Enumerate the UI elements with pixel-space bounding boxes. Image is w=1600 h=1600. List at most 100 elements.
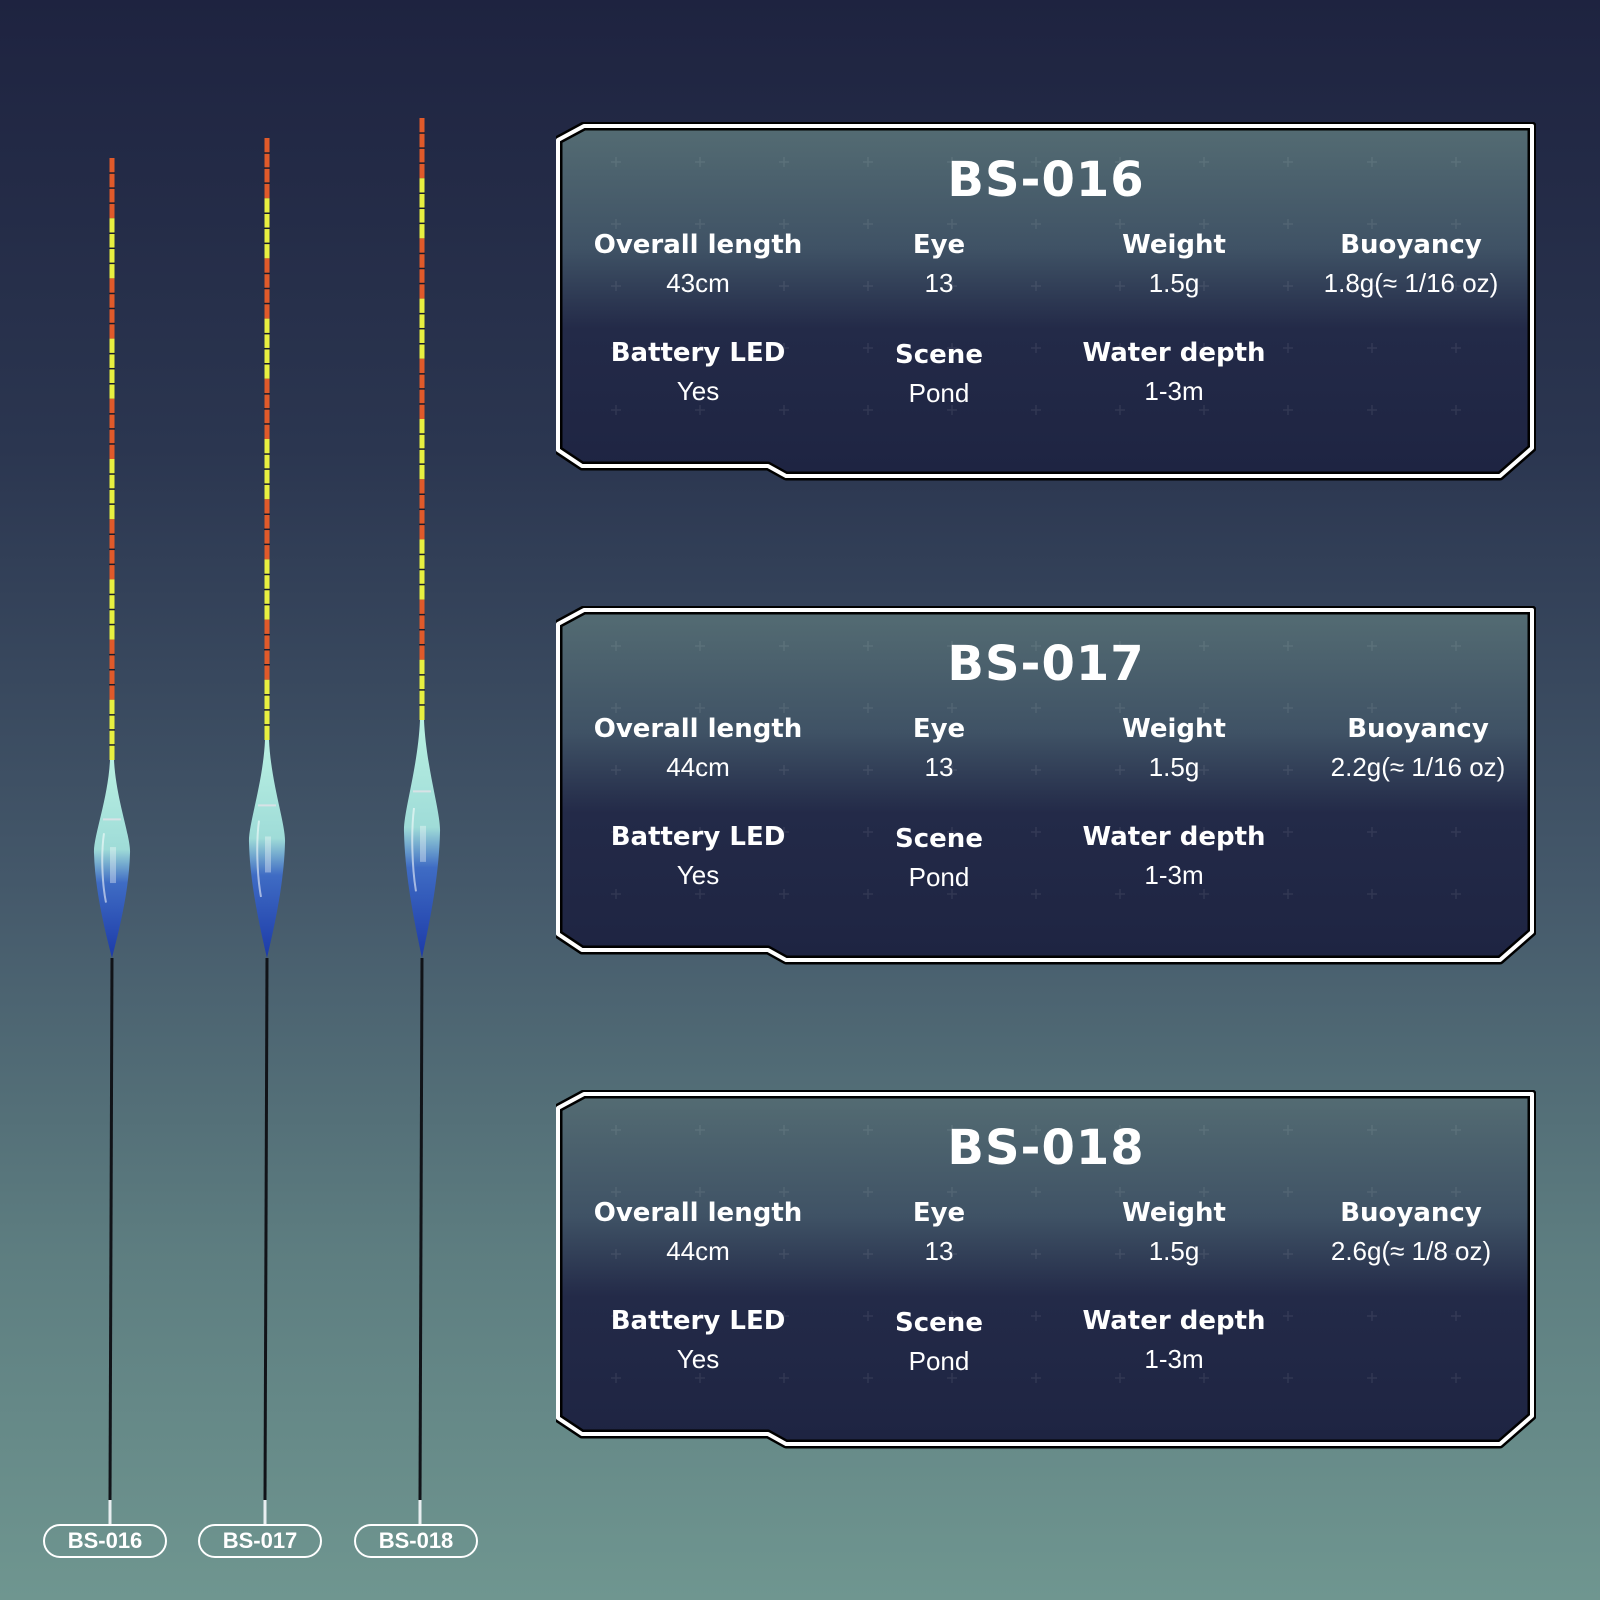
spec-scene: Scene Pond	[819, 1306, 1059, 1378]
spec-value: Pond	[908, 378, 970, 408]
grid-plus-mark	[863, 405, 873, 415]
spec-value: 44cm	[666, 752, 730, 782]
grid-plus-mark	[1451, 281, 1461, 291]
grid-plus-mark	[1031, 219, 1041, 229]
grid-plus-mark	[1199, 219, 1209, 229]
grid-plus-mark	[1031, 1125, 1041, 1135]
grid-plus-mark	[863, 1125, 873, 1135]
grid-plus-mark	[611, 405, 621, 415]
float-body	[248, 740, 286, 958]
grid-plus-mark	[779, 1125, 789, 1135]
grid-plus-mark	[1367, 703, 1377, 713]
grid-plus-mark	[695, 703, 705, 713]
float-drawing	[403, 118, 441, 1526]
spec-overall-length: Overall length 43cm	[578, 228, 818, 300]
card-title: BS-016	[947, 152, 1145, 208]
grid-plus-mark	[947, 703, 957, 713]
grid-plus-mark	[779, 1249, 789, 1259]
spec-value: 13	[924, 752, 954, 782]
spec-eye: Eye 13	[819, 712, 1059, 784]
grid-plus-mark	[1199, 1187, 1209, 1197]
spec-label: Battery LED	[610, 822, 786, 852]
spec-label: Overall length	[593, 1198, 803, 1228]
grid-plus-mark	[947, 281, 957, 291]
grid-plus-mark	[695, 765, 705, 775]
grid-plus-mark	[779, 641, 789, 651]
grid-plus-mark	[611, 1249, 621, 1259]
float-bs-016	[82, 0, 142, 1600]
spec-scene: Scene Pond	[819, 822, 1059, 894]
grid-plus-mark	[695, 641, 705, 651]
grid-plus-mark	[863, 703, 873, 713]
grid-plus-mark	[779, 889, 789, 899]
grid-plus-mark	[1199, 1373, 1209, 1383]
float-brand-mark	[420, 825, 426, 862]
spec-label: Buoyancy	[1340, 1198, 1482, 1228]
grid-plus-mark	[947, 1187, 957, 1197]
grid-plus-mark	[1451, 405, 1461, 415]
grid-plus-mark	[779, 1311, 789, 1321]
grid-plus-mark	[863, 281, 873, 291]
grid-plus-mark	[1451, 343, 1461, 353]
grid-plus-mark	[1283, 281, 1293, 291]
spec-value: Yes	[676, 1344, 720, 1374]
grid-plus-mark	[1451, 889, 1461, 899]
spec-card-bs-016: BS-016 Overall length 43cm Eye 13 Weight…	[556, 122, 1536, 490]
spec-water-depth: Water depth 1-3m	[1054, 1304, 1294, 1376]
grid-plus-mark	[611, 157, 621, 167]
grid-plus-mark	[611, 1125, 621, 1135]
grid-plus-mark	[695, 1311, 705, 1321]
grid-plus-mark	[863, 1311, 873, 1321]
grid-plus-mark	[779, 405, 789, 415]
grid-plus-mark	[1031, 827, 1041, 837]
grid-plus-mark	[611, 703, 621, 713]
spec-battery-led: Battery LED Yes	[578, 820, 818, 892]
grid-plus-mark	[1283, 343, 1293, 353]
grid-plus-mark	[611, 1311, 621, 1321]
grid-plus-mark	[1199, 1249, 1209, 1259]
float-stem	[263, 957, 269, 1501]
grid-plus-mark	[695, 219, 705, 229]
grid-plus-mark	[1115, 827, 1125, 837]
grid-plus-mark	[779, 765, 789, 775]
spec-label: Eye	[912, 1198, 966, 1228]
grid-plus-mark	[611, 343, 621, 353]
grid-plus-mark	[779, 157, 789, 167]
grid-plus-mark	[1115, 1311, 1125, 1321]
grid-plus-mark	[1031, 765, 1041, 775]
grid-plus-mark	[695, 157, 705, 167]
spec-label: Scene	[895, 1308, 983, 1338]
spec-label: Battery LED	[610, 338, 786, 368]
grid-plus-mark	[1283, 157, 1293, 167]
spec-card-bs-017: BS-017 Overall length 44cm Eye 13 Weight…	[556, 606, 1536, 974]
grid-plus-mark	[947, 1311, 957, 1321]
spec-overall-length: Overall length 44cm	[578, 712, 818, 784]
grid-plus-mark	[1451, 1125, 1461, 1135]
grid-plus-mark	[1115, 703, 1125, 713]
spec-water-depth: Water depth 1-3m	[1054, 336, 1294, 408]
grid-plus-mark	[695, 827, 705, 837]
spec-weight: Weight 1.5g	[1054, 712, 1294, 784]
spec-value: 2.6g(≈ 1/8 oz)	[1330, 1236, 1492, 1266]
grid-plus-mark	[1367, 1373, 1377, 1383]
grid-plus-mark	[1451, 641, 1461, 651]
grid-plus-mark	[779, 827, 789, 837]
grid-plus-mark	[863, 827, 873, 837]
spec-value: Yes	[676, 376, 720, 406]
grid-plus-mark	[1031, 157, 1041, 167]
float-drawing	[93, 158, 131, 1526]
float-label-bs-017: BS-017	[198, 1524, 322, 1558]
spec-buoyancy: Buoyancy 1.8g(≈ 1/16 oz)	[1281, 228, 1541, 300]
grid-plus-mark	[1031, 889, 1041, 899]
spec-label: Overall length	[593, 230, 803, 260]
grid-plus-mark	[1283, 1311, 1293, 1321]
spec-value: Pond	[908, 862, 970, 892]
grid-plus-mark	[1115, 281, 1125, 291]
grid-plus-mark	[611, 889, 621, 899]
grid-plus-mark	[863, 1187, 873, 1197]
grid-plus-mark	[1031, 1249, 1041, 1259]
grid-plus-mark	[863, 219, 873, 229]
grid-plus-mark	[863, 1249, 873, 1259]
float-body	[403, 720, 441, 958]
spec-water-depth: Water depth 1-3m	[1054, 820, 1294, 892]
